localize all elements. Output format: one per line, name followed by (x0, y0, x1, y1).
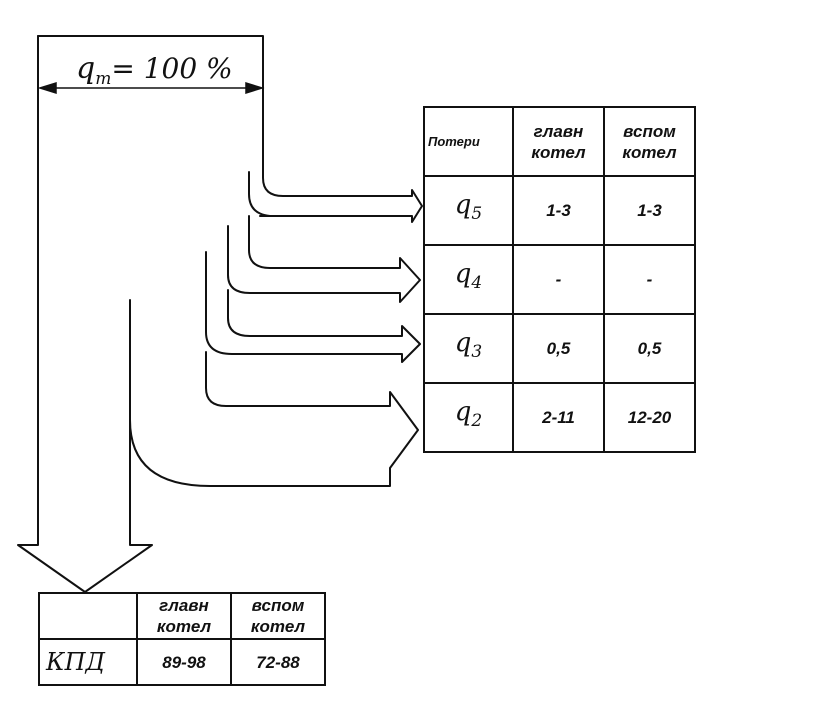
loss-flow-q5-edge (248, 171, 271, 217)
loss-main-value: - (512, 244, 605, 315)
loss-table: Потери главн котел вспом котел q5 1-3 1-… (423, 106, 696, 453)
loss-aux-value: - (603, 244, 696, 315)
efficiency-row-label: КПД (38, 638, 138, 686)
efficiency-col-aux: вспом котел (230, 592, 326, 640)
table-row: q2 2-11 12-20 (423, 382, 696, 453)
loss-aux-value: 1-3 (603, 175, 696, 246)
efficiency-table-corner (38, 592, 138, 640)
loss-aux-value: 0,5 (603, 313, 696, 384)
table-row: q4 - - (423, 244, 696, 315)
efficiency-flow-outline (17, 35, 153, 593)
loss-table-header: Потери главн котел вспом котел (423, 106, 696, 177)
loss-symbol: q2 (423, 382, 514, 453)
loss-main-value: 2-11 (512, 382, 605, 453)
loss-main-value: 0,5 (512, 313, 605, 384)
efficiency-table: главн котел вспом котел КПД 89-98 72-88 (38, 592, 326, 686)
loss-table-col-aux: вспом котел (603, 106, 696, 177)
table-row: q3 0,5 0,5 (423, 313, 696, 384)
table-row: q5 1-3 1-3 (423, 175, 696, 246)
table-row: КПД 89-98 72-88 (38, 638, 326, 686)
efficiency-aux-value: 72-88 (230, 638, 326, 686)
loss-flow-q2 (129, 351, 419, 487)
loss-symbol: q5 (423, 175, 514, 246)
loss-table-corner: Потери (423, 106, 514, 177)
loss-table-col-main: главн котел (512, 106, 605, 177)
loss-flow-q3 (205, 251, 421, 363)
loss-main-value: 1-3 (512, 175, 605, 246)
loss-flow-q4 (227, 215, 421, 303)
input-dimension-arrow (37, 81, 265, 95)
input-label: qт= 100 % (76, 51, 233, 89)
loss-aux-value: 12-20 (603, 382, 696, 453)
efficiency-col-main: главн котел (136, 592, 232, 640)
loss-symbol: q4 (423, 244, 514, 315)
efficiency-main-value: 89-98 (136, 638, 232, 686)
input-flow-outline (37, 35, 423, 223)
loss-symbol: q3 (423, 313, 514, 384)
efficiency-table-header: главн котел вспом котел (38, 592, 326, 640)
